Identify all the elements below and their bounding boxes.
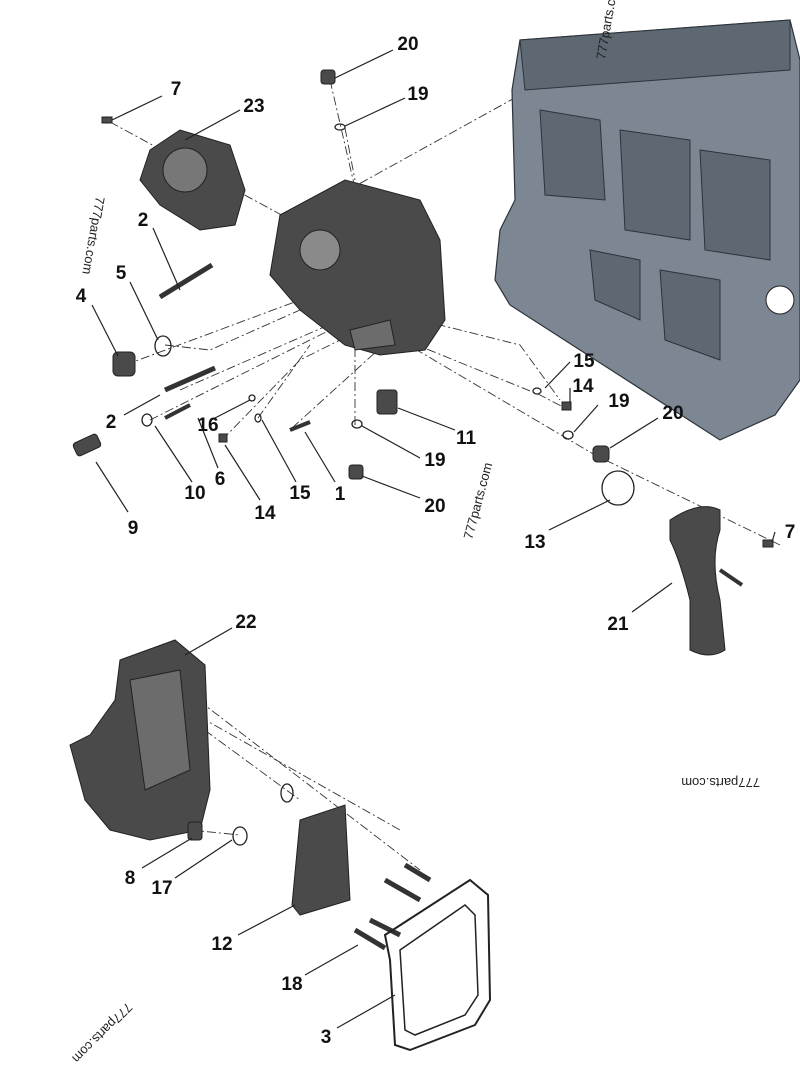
callout-labels: 20 7 23 19 2 5 4 15 14 19 20 11 19 16 2 … [76,34,796,1048]
small-parts [72,69,774,548]
callout-18: 18 [281,974,302,995]
leader-lines [91,49,776,1029]
callout-20-bottom: 20 [424,496,445,517]
callout-5: 5 [116,263,127,284]
callout-1: 1 [335,484,346,505]
callout-14-left: 14 [254,503,276,524]
watermark: 777parts.com [69,1000,135,1066]
callout-15-left: 15 [289,483,311,504]
callout-12: 12 [211,934,232,955]
callout-3: 3 [321,1027,332,1048]
cylinder-block [494,19,800,441]
callout-14-right: 14 [572,376,594,397]
callout-9: 9 [128,518,139,539]
callout-19-top: 19 [407,84,428,105]
callout-20-right: 20 [662,403,683,424]
callout-7-right: 7 [785,522,796,543]
callout-2-mid: 2 [106,412,117,433]
callout-17: 17 [151,878,172,899]
oil-cooler [291,804,432,951]
callout-6: 6 [215,469,226,490]
callout-19-mid: 19 [424,450,445,471]
water-pump [139,129,246,231]
callout-2-top: 2 [138,210,149,231]
callout-23: 23 [243,96,264,117]
callout-11: 11 [456,428,477,449]
callout-13: 13 [524,532,545,553]
watermark: 777parts.com [460,461,495,541]
callout-10: 10 [184,483,205,504]
callout-22: 22 [235,612,256,633]
watermark: 777parts.com [79,195,107,275]
callout-21: 21 [607,614,629,635]
water-outlet-pipe [669,506,744,656]
callout-20-top: 20 [397,34,418,55]
callout-16: 16 [197,415,218,436]
callout-15-right: 15 [573,351,595,372]
callout-19-right: 19 [608,391,629,412]
front-cover [269,179,446,356]
watermark: 777parts.com [681,775,760,790]
callout-8: 8 [125,868,136,889]
oil-cooler-housing [69,639,294,846]
gasket [383,878,492,1052]
callout-7-top: 7 [171,79,182,100]
callout-4: 4 [76,286,87,307]
